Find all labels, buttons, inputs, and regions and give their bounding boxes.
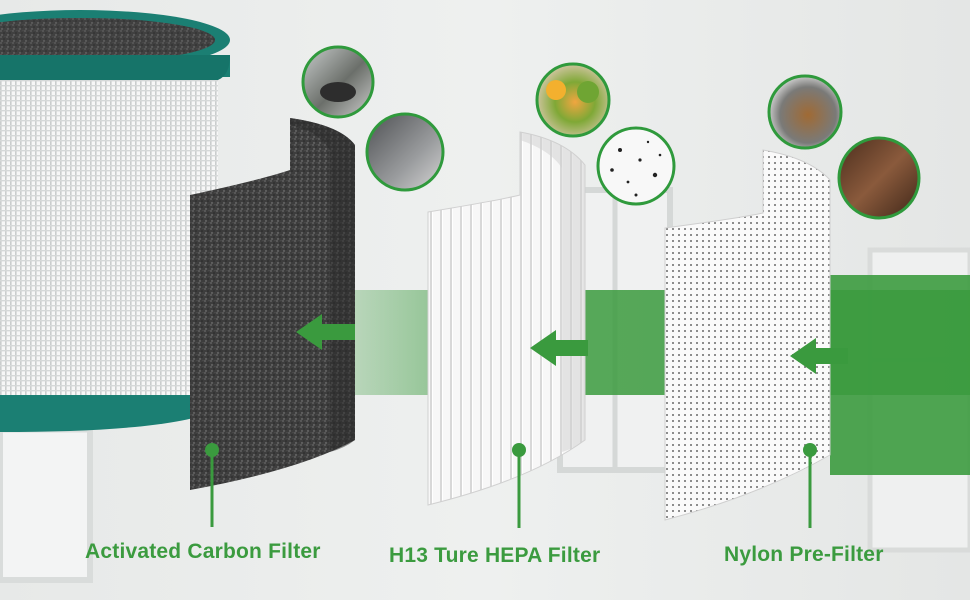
label-pin-hepa — [512, 443, 526, 528]
pets-photo — [767, 74, 843, 150]
label-hepa-filter: H13 Ture HEPA Filter — [389, 544, 601, 567]
label-pin-pre — [803, 443, 817, 528]
food-waste-photo — [535, 62, 611, 138]
label-nylon-pre-filter: Nylon Pre-Filter — [724, 543, 884, 566]
cooking-smoke-photo — [301, 45, 375, 119]
filter-cylinder — [0, 10, 230, 432]
smoke-photo — [365, 112, 445, 192]
dust-particles-photo — [596, 126, 676, 206]
hair-photo — [837, 136, 921, 220]
label-activated-carbon-filter: Activated Carbon Filter — [85, 540, 321, 563]
nylon-filter-sheet — [664, 149, 831, 521]
left-arrow-icon — [296, 314, 848, 374]
label-pin-carbon — [205, 443, 219, 527]
carbon-filter-sheet — [190, 118, 355, 490]
